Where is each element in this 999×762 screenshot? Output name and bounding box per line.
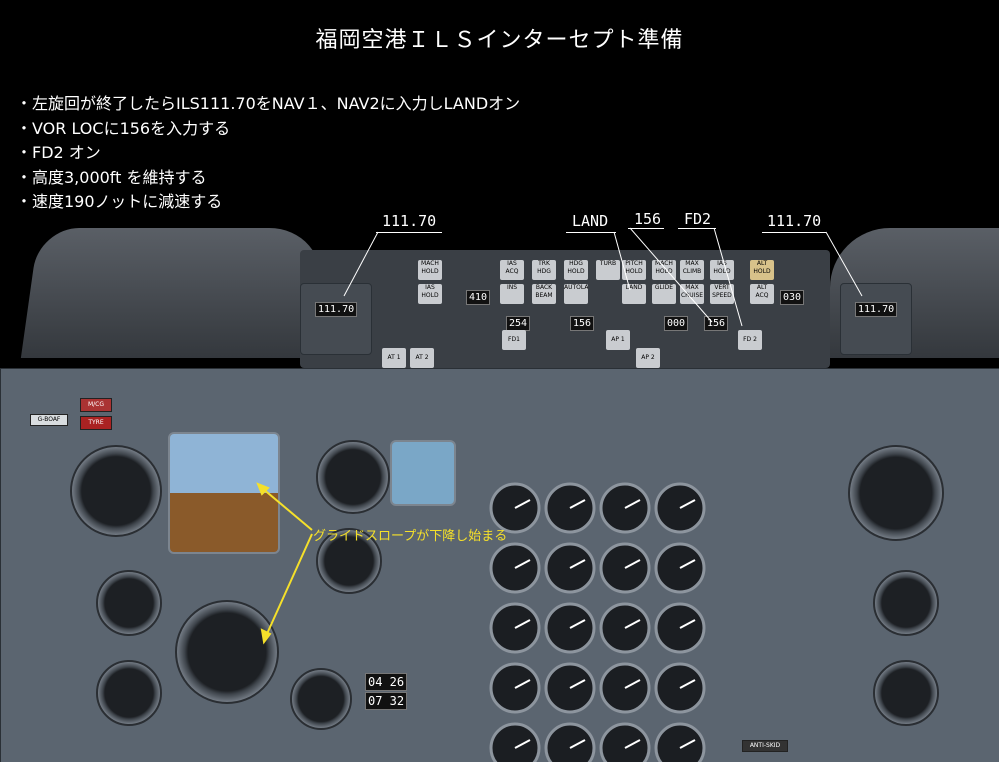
- callout-line: [566, 232, 616, 233]
- course-counter-a: 156: [570, 316, 595, 331]
- autopilot-panel: MACH HOLD IAS HOLD IAS ACQ INS TRK HDG B…: [300, 250, 830, 368]
- hsi-instrument: [175, 600, 279, 704]
- gauge-needle: [679, 679, 696, 689]
- callout-land: LAND: [572, 212, 609, 230]
- callout-line: [376, 232, 442, 233]
- mach-indicator-right: [873, 570, 939, 636]
- airspeed-indicator-right: [848, 445, 944, 541]
- anti-skid-label: ANTI-SKID: [742, 740, 788, 752]
- ap-button[interactable]: MAX CRUISE: [680, 284, 704, 304]
- gauge-needle: [679, 499, 696, 509]
- mcg-warning: M/CG: [80, 398, 112, 412]
- callout-line: [628, 228, 664, 229]
- reg-plate: G-BOAF: [30, 414, 68, 426]
- ap-button[interactable]: MACH HOLD: [652, 260, 676, 280]
- ap-button[interactable]: MAX CLIMB: [680, 260, 704, 280]
- altitude-counter: 030: [780, 290, 805, 305]
- ap-button[interactable]: PITCH HOLD: [622, 260, 646, 280]
- ap-button[interactable]: TURB: [596, 260, 620, 280]
- gauge-needle: [569, 499, 586, 509]
- gauge-needle: [514, 499, 531, 509]
- ap-button[interactable]: IAS HOLD: [710, 260, 734, 280]
- gauge-needle: [624, 619, 641, 629]
- at2-button[interactable]: AT 2: [410, 348, 434, 368]
- callout-nav1: 111.70: [382, 212, 437, 230]
- gauge-needle: [679, 739, 696, 749]
- altimeter: [316, 440, 390, 514]
- page-title: 福岡空港ＩＬＳインターセプト準備: [315, 28, 684, 53]
- ap-button[interactable]: AUTOLAND: [564, 284, 588, 304]
- tyre-warning: TYRE: [80, 416, 112, 430]
- ap2-button[interactable]: AP 2: [636, 348, 660, 368]
- ap-button[interactable]: IAS HOLD: [418, 284, 442, 304]
- speed-counter: 254: [506, 316, 531, 331]
- clock-display-top: 04 26: [365, 673, 408, 691]
- gauge-needle: [569, 739, 586, 749]
- ap-button[interactable]: TRK HDG: [532, 260, 556, 280]
- gauge-needle: [569, 679, 586, 689]
- nav1-frequency: 111.70: [315, 302, 358, 317]
- nav2-frequency: 111.70: [855, 302, 898, 317]
- airspeed-indicator: [70, 445, 162, 537]
- land-button[interactable]: LAND: [622, 284, 646, 304]
- ap-button[interactable]: GLIDE: [652, 284, 676, 304]
- gauge-needle: [569, 619, 586, 629]
- gauge-needle: [514, 619, 531, 629]
- ap-button[interactable]: VERT SPEED: [710, 284, 734, 304]
- instruction-step: ・高度3,000ft を維持する: [16, 167, 207, 187]
- vsi-instrument: [316, 528, 382, 594]
- ap-button[interactable]: ALT ACQ: [750, 284, 774, 304]
- gauge-needle: [514, 679, 531, 689]
- ap1-button[interactable]: AP 1: [606, 330, 630, 350]
- standby-clock: [96, 660, 162, 726]
- nav2-radio: 111.70: [840, 283, 912, 355]
- nav1-radio: 111.70: [300, 283, 372, 355]
- instruction-step: ・VOR LOCに156を入力する: [16, 118, 231, 138]
- ap-button[interactable]: HDG HOLD: [564, 260, 588, 280]
- rmi-instrument: [290, 668, 352, 730]
- instruction-list: ・左旋回が終了したらILS111.70をNAV１、NAV2に入力しLANDオン …: [16, 92, 520, 215]
- fd1-button[interactable]: FD1: [502, 330, 526, 350]
- gauge-needle: [514, 559, 531, 569]
- gauge-needle: [624, 679, 641, 689]
- gauge-needle: [569, 559, 586, 569]
- glideslope-note: グライドスロープが下降し始まる: [313, 529, 508, 544]
- gauge-needle: [624, 739, 641, 749]
- ap-button[interactable]: ALT HOLD: [750, 260, 774, 280]
- callout-line: [678, 228, 716, 229]
- standby-clock-right: [873, 660, 939, 726]
- gauge-needle: [624, 499, 641, 509]
- instruction-step: ・速度190ノットに減速する: [16, 192, 223, 211]
- fd2-button[interactable]: FD 2: [738, 330, 762, 350]
- instruction-step: ・FD2 オン: [16, 143, 101, 162]
- heading-counter: 000: [664, 316, 689, 331]
- callout-line: [762, 232, 826, 233]
- at1-button[interactable]: AT 1: [382, 348, 406, 368]
- engine-gauge: [654, 722, 706, 762]
- attitude-monitor: [390, 440, 456, 506]
- callout-nav2: 111.70: [767, 212, 822, 230]
- gauge-needle: [624, 559, 641, 569]
- engine-gauge: [489, 722, 541, 762]
- gauge-needle: [679, 559, 696, 569]
- callout-fd2: FD2: [684, 210, 712, 228]
- ap-button[interactable]: BACK BEAM: [532, 284, 556, 304]
- knots-readout: 410: [466, 290, 491, 305]
- instruction-step: ・左旋回が終了したらILS111.70をNAV１、NAV2に入力しLANDオン: [16, 94, 521, 113]
- engine-gauges: [489, 482, 706, 762]
- gauge-needle: [514, 739, 531, 749]
- gauge-needle: [679, 619, 696, 629]
- engine-gauge: [544, 722, 596, 762]
- ap-button[interactable]: INS: [500, 284, 524, 304]
- engine-gauge: [599, 722, 651, 762]
- mach-indicator: [96, 570, 162, 636]
- ap-button[interactable]: IAS ACQ: [500, 260, 524, 280]
- ap-button[interactable]: MACH HOLD: [418, 260, 442, 280]
- clock-display-bottom: 07 32: [365, 692, 408, 710]
- callout-course: 156: [634, 210, 662, 228]
